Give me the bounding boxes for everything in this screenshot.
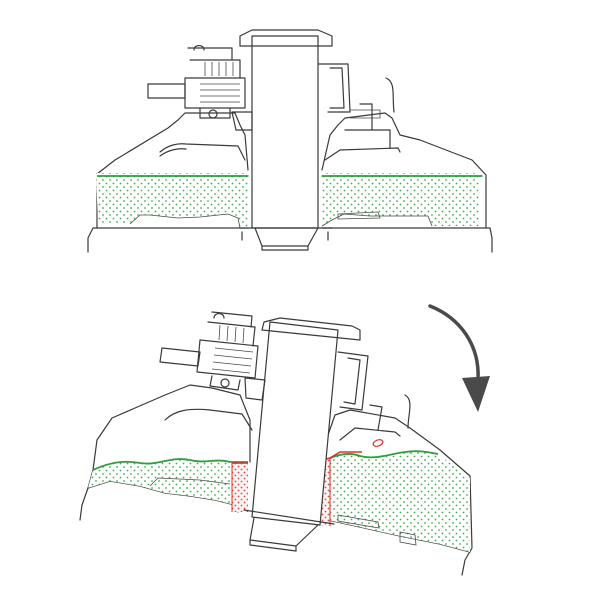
motor-assembly-tilted bbox=[159, 311, 266, 401]
fill-tilted-left bbox=[88, 458, 248, 512]
side-fitting-tilted bbox=[337, 351, 411, 431]
fill-tilted-right bbox=[322, 450, 470, 552]
center-column bbox=[239, 29, 333, 251]
curved-arrow-clockwise-icon bbox=[428, 304, 490, 412]
fill-level-right bbox=[322, 173, 482, 226]
side-fitting-top bbox=[317, 63, 395, 131]
seal-gap-left bbox=[231, 462, 248, 512]
motor-assembly-top bbox=[147, 44, 253, 131]
center-column-tilted bbox=[243, 317, 361, 552]
panel-level bbox=[87, 29, 493, 253]
fill-level-left bbox=[96, 173, 248, 228]
panel-tilted bbox=[79, 304, 490, 576]
